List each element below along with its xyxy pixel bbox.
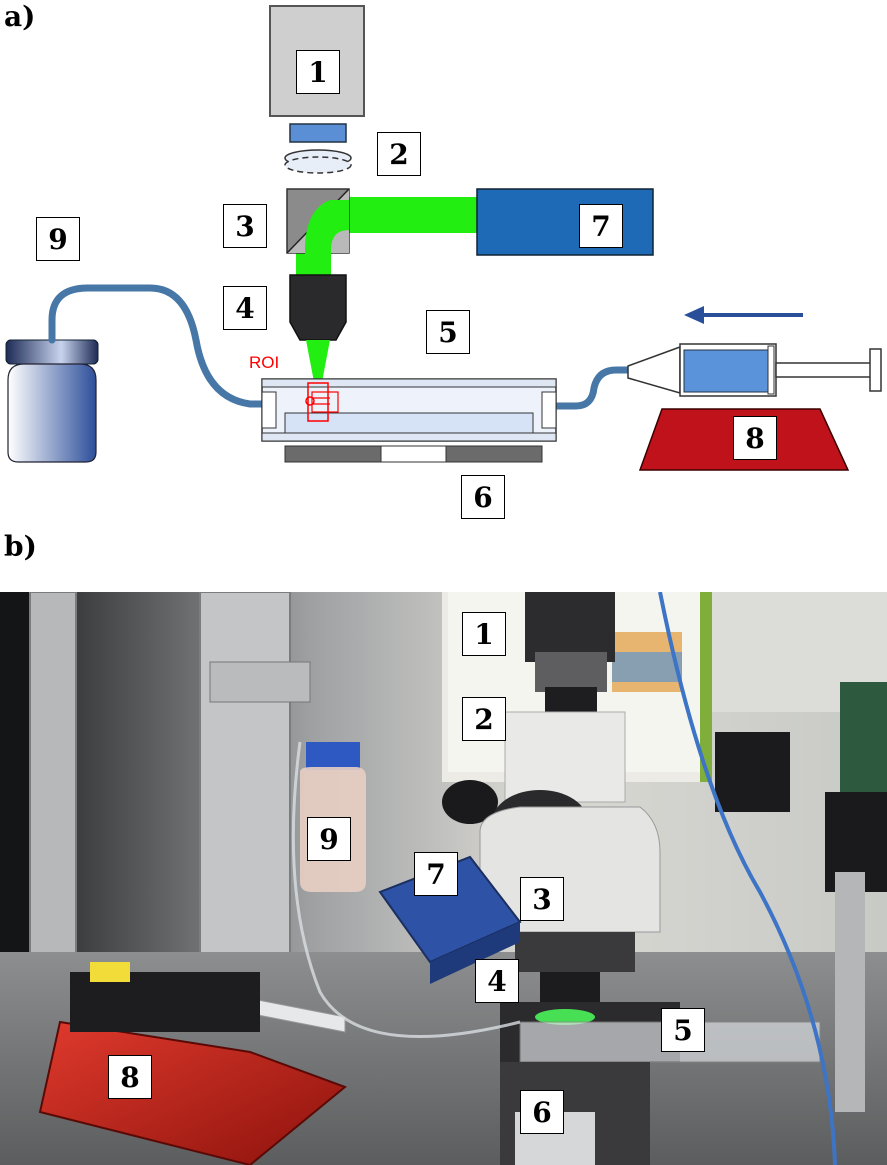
- photo-label-3: 3: [520, 877, 564, 921]
- photo-label-8: 8: [108, 1055, 152, 1099]
- schematic-label-9: 9: [36, 217, 80, 261]
- syringe-tip: [627, 345, 681, 394]
- schematic-label-7: 7: [579, 204, 623, 248]
- schematic-label-3: 3: [223, 204, 267, 248]
- photo-label-4: 4: [475, 959, 519, 1003]
- roi-label: ROI: [249, 353, 279, 372]
- panel-a-label: a): [4, 0, 36, 33]
- roi-box: [307, 382, 329, 422]
- laser-body: [476, 188, 654, 256]
- photo-label-2: 2: [462, 697, 506, 741]
- schematic-label-8: 8: [733, 416, 777, 460]
- tubing-inlet: [48, 284, 270, 408]
- stage-left: [284, 445, 382, 463]
- tube-lens-bottom: [284, 156, 352, 174]
- plunger-handle: [869, 348, 882, 392]
- setup-schematic: ROI: [5, 5, 882, 471]
- photo-label-9: 9: [307, 817, 351, 861]
- flow-channel-inner: [284, 412, 534, 434]
- beam-inside-cube: [305, 200, 349, 250]
- schematic-label-5: 5: [426, 310, 470, 354]
- camera-body: [269, 5, 365, 117]
- laser-beam-horizontal: [330, 200, 480, 230]
- filter: [289, 123, 347, 143]
- focused-beam: [306, 340, 330, 382]
- photo-label-6: 6: [520, 1090, 564, 1134]
- photo-label-7: 7: [414, 852, 458, 896]
- syringe-fluid: [683, 349, 769, 393]
- panel-b-label: b): [4, 530, 37, 563]
- reservoir-bottle: [7, 363, 97, 463]
- photo-label-1: 1: [462, 612, 506, 656]
- schematic-label-1: 1: [296, 50, 340, 94]
- stage-right: [445, 445, 543, 463]
- objective: [289, 274, 347, 341]
- schematic-label-4: 4: [223, 286, 267, 330]
- schematic-label-2: 2: [377, 132, 421, 176]
- syringe-plunger: [775, 362, 873, 378]
- schematic-label-6: 6: [461, 475, 505, 519]
- tubing-outlet: [552, 366, 634, 410]
- photo-label-5: 5: [661, 1008, 705, 1052]
